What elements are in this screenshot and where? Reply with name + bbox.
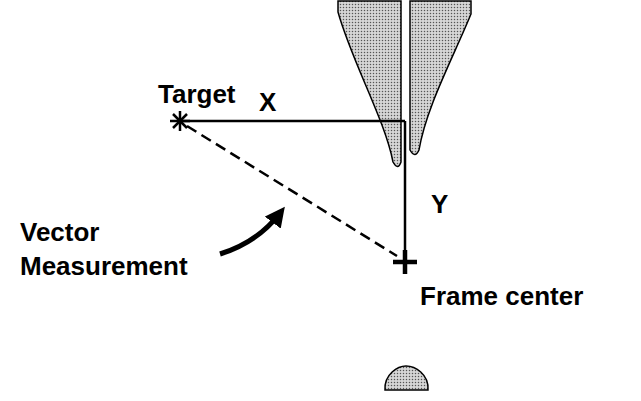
frame-center-label: Frame center <box>420 280 583 312</box>
y-offset-line <box>404 121 407 256</box>
frame-center-cross <box>393 250 417 274</box>
target-star <box>170 111 190 131</box>
leader-arrow <box>220 213 280 254</box>
x-offset-line <box>180 120 405 123</box>
callout-label: Vector Measurement <box>20 215 220 283</box>
axis-label: Y <box>431 188 448 220</box>
ventricle-right <box>410 1 471 155</box>
small-structure <box>385 366 428 390</box>
axis-label: X <box>259 86 276 118</box>
ventricle-left <box>338 1 401 167</box>
vector-line <box>187 126 397 256</box>
target-label: Target <box>158 78 236 110</box>
